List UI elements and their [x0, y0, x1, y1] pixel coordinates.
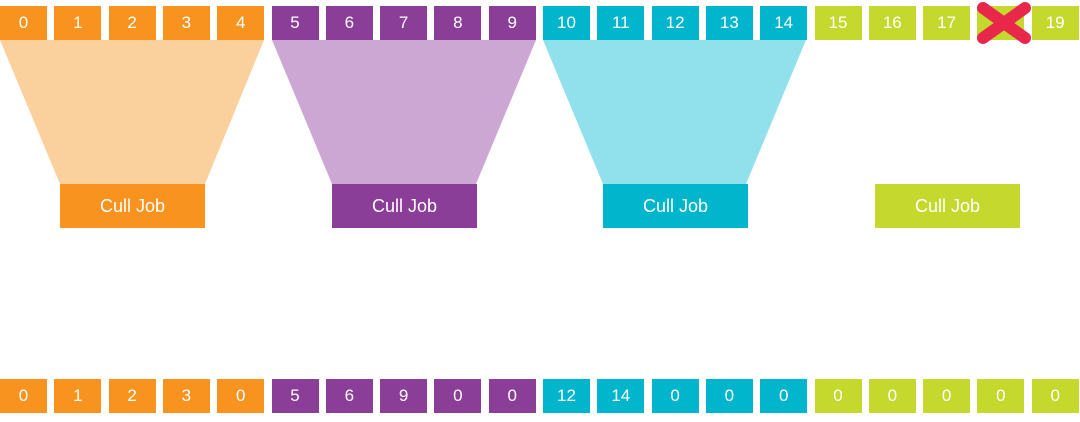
- input-cell-5: 5: [271, 6, 319, 40]
- input-cell-1: 1: [54, 6, 102, 40]
- output-cell-19: 0: [1031, 379, 1079, 413]
- cull-job-4: Cull Job: [875, 184, 1020, 228]
- input-cell-9: 9: [488, 6, 536, 40]
- funnel-purple: [272, 40, 536, 184]
- output-cell-4: 0: [217, 379, 265, 413]
- output-cell-1: 1: [54, 379, 102, 413]
- output-cell-11: 14: [597, 379, 645, 413]
- input-cell-19: 19: [1031, 6, 1079, 40]
- output-cell-16: 0: [868, 379, 916, 413]
- input-cell-12: 12: [651, 6, 699, 40]
- output-cell-14: 0: [760, 379, 808, 413]
- cull-job-3: Cull Job: [603, 184, 748, 228]
- input-cell-10: 10: [543, 6, 590, 40]
- funnel-orange: [0, 40, 264, 184]
- input-cell-2: 2: [108, 6, 156, 40]
- input-cell-8: 8: [434, 6, 482, 40]
- output-cell-8: 0: [434, 379, 482, 413]
- cull-job-1: Cull Job: [60, 184, 205, 228]
- input-cell-13: 13: [705, 6, 753, 40]
- cull-job-2: Cull Job: [332, 184, 477, 228]
- output-cell-5: 5: [271, 379, 319, 413]
- funnel-cyan: [543, 40, 806, 184]
- input-cell-16: 16: [868, 6, 916, 40]
- input-cell-6: 6: [325, 6, 373, 40]
- input-cell-3: 3: [162, 6, 210, 40]
- output-cell-12: 0: [651, 379, 699, 413]
- output-cell-13: 0: [705, 379, 753, 413]
- input-cell-4: 4: [217, 6, 265, 40]
- output-cell-10: 12: [543, 379, 590, 413]
- output-cell-7: 9: [380, 379, 428, 413]
- output-cell-15: 0: [814, 379, 862, 413]
- cross-icon: [977, 2, 1031, 44]
- input-cell-11: 11: [597, 6, 645, 40]
- output-cell-2: 2: [108, 379, 156, 413]
- output-cell-3: 3: [162, 379, 210, 413]
- input-cell-14: 14: [760, 6, 808, 40]
- input-cell-7: 7: [380, 6, 428, 40]
- output-cell-9: 0: [488, 379, 536, 413]
- input-cell-17: 17: [923, 6, 971, 40]
- output-cell-18: 0: [977, 379, 1025, 413]
- input-cell-15: 15: [814, 6, 862, 40]
- input-cell-0: 0: [0, 6, 47, 40]
- output-cell-17: 0: [923, 379, 971, 413]
- output-cell-0: 0: [0, 379, 47, 413]
- output-cell-6: 6: [325, 379, 373, 413]
